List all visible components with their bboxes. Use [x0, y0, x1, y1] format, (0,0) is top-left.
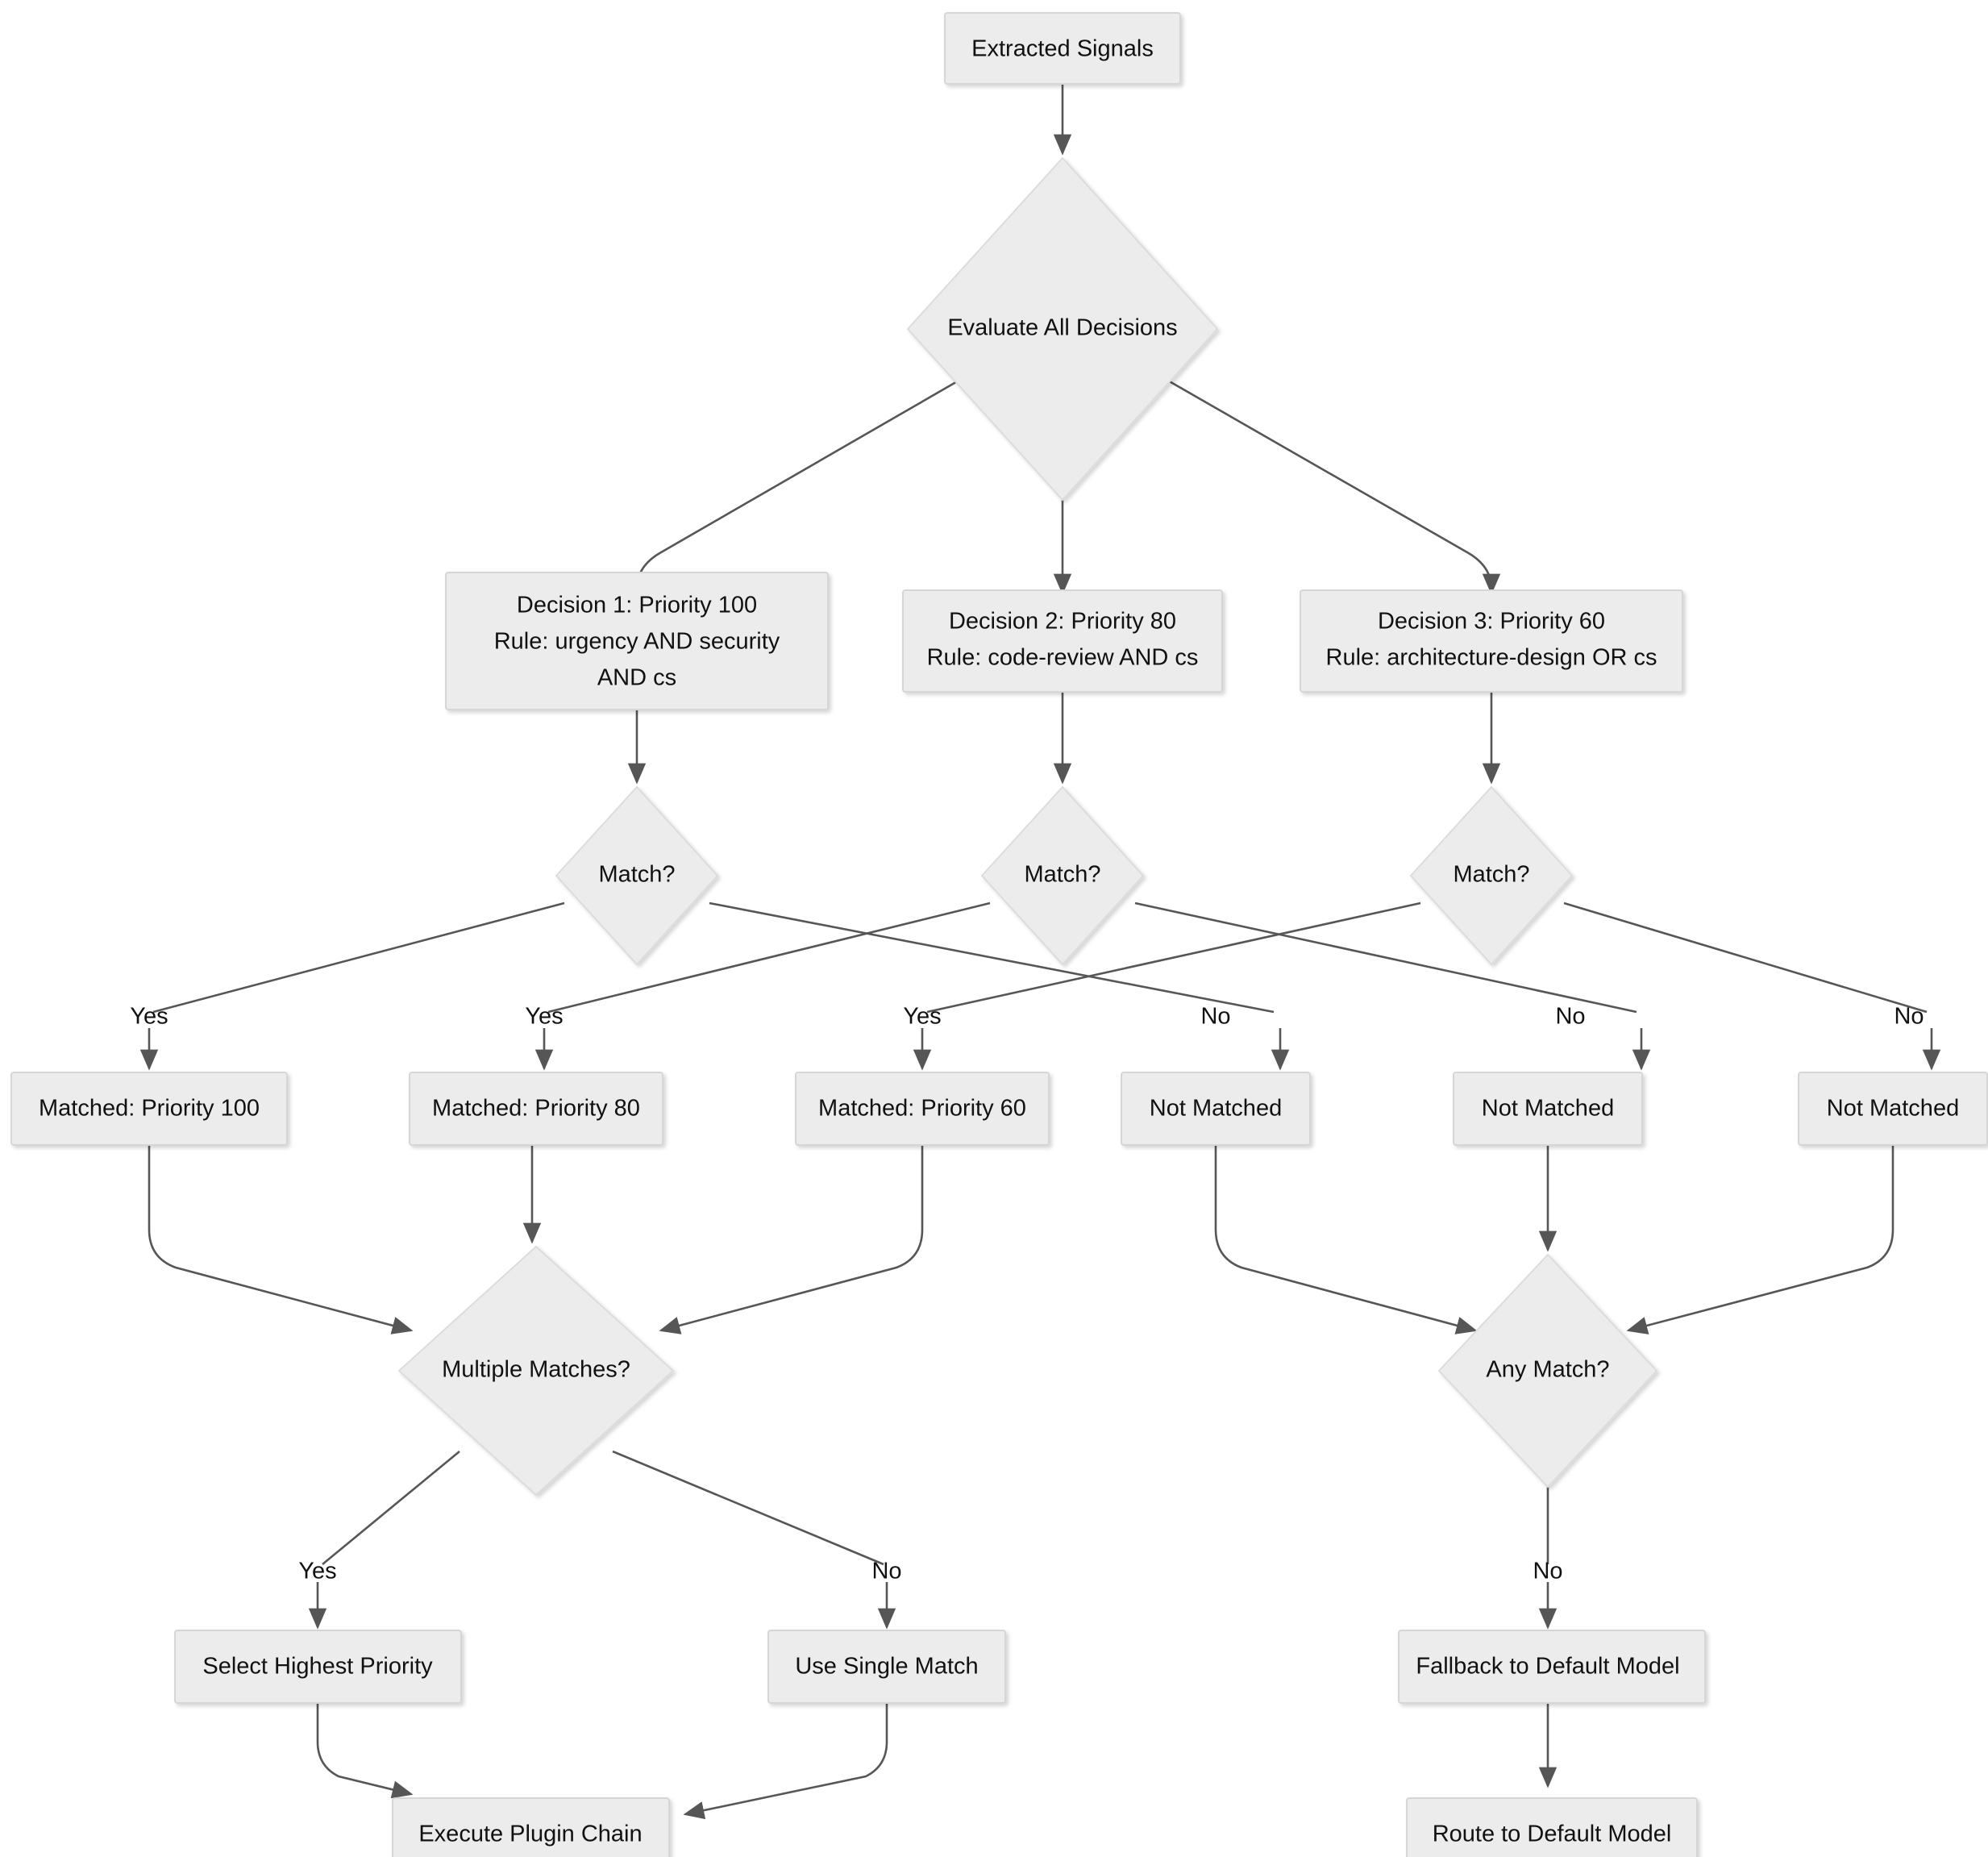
- node-route-to-default-model[interactable]: Route to Default Model: [1406, 1797, 1698, 1857]
- node-decision-1[interactable]: Decision 1: Priority 100 Rule: urgency A…: [445, 572, 829, 710]
- node-label-decision-2-line1: Decision 2: Priority 80: [949, 609, 1176, 635]
- edge-match2-yes: [547, 901, 991, 1014]
- node-label-decision-3-line2: Rule: architecture-design OR cs: [1326, 645, 1657, 671]
- node-label-execute-plugin-chain: Execute Plugin Chain: [418, 1822, 642, 1847]
- node-label-fallback-to-default-model: Fallback to Default Model: [1416, 1654, 1679, 1680]
- node-label-match-1: Match?: [598, 862, 675, 888]
- node-match-2[interactable]: Match?: [980, 785, 1145, 966]
- node-label-not-matched-2: Not Matched: [1482, 1096, 1614, 1122]
- node-use-single-match[interactable]: Use Single Match: [767, 1630, 1006, 1704]
- edge-notmatched3-to-anymatch: [1626, 1145, 1894, 1334]
- node-label-decision-1-line3: AND cs: [597, 665, 676, 691]
- node-label-not-matched-1: Not Matched: [1150, 1096, 1282, 1122]
- edge-label-yes-3: Yes: [903, 1004, 941, 1030]
- edge-multiple-no: [612, 1450, 884, 1566]
- node-fallback-to-default-model[interactable]: Fallback to Default Model: [1398, 1630, 1706, 1704]
- node-any-match[interactable]: Any Match?: [1437, 1253, 1658, 1489]
- node-label-matched-priority-100: Matched: Priority 100: [39, 1096, 260, 1122]
- edge-label-no-1: No: [1200, 1004, 1230, 1030]
- edge-label-yes-1: Yes: [130, 1004, 168, 1030]
- node-not-matched-3[interactable]: Not Matched: [1798, 1072, 1988, 1146]
- edge-match3-yes: [926, 901, 1421, 1014]
- node-label-any-match: Any Match?: [1486, 1357, 1609, 1383]
- edge-label-group: Yes Yes Yes No No No Yes No No: [130, 1004, 1924, 1584]
- edge-label-anymatch-no: No: [1533, 1559, 1562, 1584]
- node-label-match-3: Match?: [1453, 862, 1529, 888]
- node-label-use-single-match: Use Single Match: [795, 1654, 978, 1680]
- node-label-decision-1-line1: Decision 1: Priority 100: [517, 593, 757, 618]
- node-label-not-matched-3: Not Matched: [1827, 1096, 1959, 1122]
- node-label-select-highest-priority: Select Highest Priority: [202, 1654, 433, 1680]
- node-match-1[interactable]: Match?: [555, 785, 719, 966]
- node-decision-2[interactable]: Decision 2: Priority 80 Rule: code-revie…: [902, 589, 1223, 693]
- node-label-decision-1-line2: Rule: urgency AND security: [494, 629, 780, 655]
- edge-match3-no: [1563, 901, 1928, 1014]
- edge-label-multiple-no: No: [871, 1559, 901, 1584]
- edge-matched60-to-multiple: [659, 1145, 924, 1334]
- node-label-matched-priority-60: Matched: Priority 60: [818, 1096, 1026, 1122]
- node-label-extracted-signals: Extracted Signals: [971, 36, 1154, 62]
- node-matched-priority-60[interactable]: Matched: Priority 60: [795, 1072, 1050, 1146]
- node-match-3[interactable]: Match?: [1409, 785, 1574, 966]
- edge-notmatched1-to-anymatch: [1214, 1145, 1478, 1334]
- edge-label-multiple-yes: Yes: [298, 1559, 336, 1584]
- node-evaluate-all-decisions[interactable]: Evaluate All Decisions: [906, 156, 1219, 502]
- node-execute-plugin-chain[interactable]: Execute Plugin Chain: [392, 1797, 670, 1857]
- edge-multiple-yes: [322, 1450, 460, 1566]
- node-not-matched-1[interactable]: Not Matched: [1121, 1072, 1311, 1146]
- node-multiple-matches[interactable]: Multiple Matches?: [397, 1245, 675, 1497]
- edge-label-no-2: No: [1555, 1004, 1585, 1030]
- node-label-evaluate-all-decisions: Evaluate All Decisions: [947, 315, 1177, 341]
- edge-matched100-to-multiple: [148, 1145, 414, 1334]
- edge-evaluate-to-decision3: [1150, 369, 1501, 595]
- node-decision-3[interactable]: Decision 3: Priority 60 Rule: architectu…: [1300, 589, 1683, 693]
- edge-evaluate-to-decision1: [627, 369, 976, 595]
- node-select-highest-priority[interactable]: Select Highest Priority: [174, 1630, 462, 1704]
- node-not-matched-2[interactable]: Not Matched: [1453, 1072, 1643, 1146]
- edge-group: [139, 85, 1941, 1820]
- edge-label-yes-2: Yes: [525, 1004, 563, 1030]
- node-matched-priority-100[interactable]: Matched: Priority 100: [10, 1072, 288, 1146]
- node-matched-priority-80[interactable]: Matched: Priority 80: [409, 1072, 663, 1146]
- edge-selecthighest-to-execute: [316, 1703, 414, 1799]
- edge-match1-yes: [152, 901, 565, 1014]
- node-label-multiple-matches: Multiple Matches?: [442, 1357, 630, 1383]
- edge-label-no-3: No: [1894, 1004, 1924, 1030]
- node-label-match-2: Match?: [1024, 862, 1100, 888]
- edge-usesingle-to-execute: [683, 1703, 888, 1820]
- edge-match2-no: [1134, 901, 1637, 1014]
- node-label-decision-2-line2: Rule: code-review AND cs: [927, 645, 1199, 671]
- node-label-route-to-default-model: Route to Default Model: [1433, 1822, 1672, 1847]
- node-label-matched-priority-80: Matched: Priority 80: [432, 1096, 640, 1122]
- node-extracted-signals[interactable]: Extracted Signals: [944, 12, 1181, 85]
- edge-match1-no: [709, 901, 1275, 1014]
- node-label-decision-3-line1: Decision 3: Priority 60: [1378, 609, 1605, 635]
